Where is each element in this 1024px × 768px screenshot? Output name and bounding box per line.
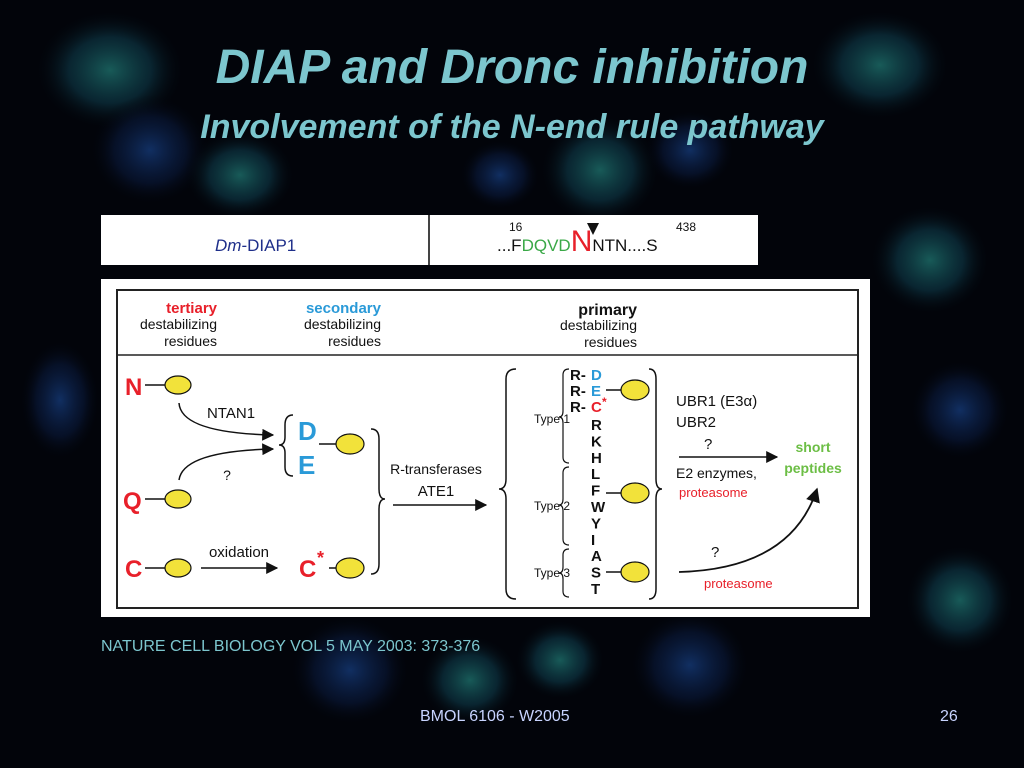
seq-lead: ...F bbox=[497, 236, 522, 255]
diagram-frame bbox=[116, 289, 859, 609]
bracket-type2 bbox=[558, 466, 570, 546]
label-ubr1: UBR1 (E3α) bbox=[676, 393, 757, 410]
seq-motif: DQVD bbox=[522, 236, 571, 255]
label-type2: Type 2 bbox=[534, 499, 570, 513]
header-primary: primary bbox=[578, 302, 637, 319]
protein-ellipse-D bbox=[335, 433, 365, 455]
primary-residue-9: S bbox=[591, 565, 601, 582]
sequence-panel: Dm-DIAP1 16 438 ...FDQVDNNTN....S bbox=[101, 215, 758, 265]
label-ntan1: NTAN1 bbox=[207, 405, 255, 422]
residue-Q: Q bbox=[123, 488, 142, 515]
footer-page-number: 26 bbox=[940, 708, 958, 725]
r-prefix-1: R- bbox=[570, 367, 586, 384]
r-prefix-3: R- bbox=[570, 399, 586, 416]
arrow-q-to-secondary bbox=[178, 443, 275, 481]
residue-C-oxidized: C bbox=[299, 556, 316, 583]
slide-title: DIAP and Dronc inhibition bbox=[215, 41, 809, 94]
header-tertiary-sub2: residues bbox=[164, 333, 217, 349]
protein-label: Dm-DIAP1 bbox=[215, 236, 296, 255]
sequence-svg: Dm-DIAP1 16 438 ...FDQVDNNTN....S bbox=[215, 215, 696, 265]
residue-N: N bbox=[125, 374, 142, 401]
n-end-rule-diagram: tertiary destabilizing residues secondar… bbox=[101, 279, 870, 617]
arrow-type3-to-peptides bbox=[678, 487, 820, 573]
sequence-text: ...FDQVDNNTN....S bbox=[497, 225, 658, 258]
primary-D: D bbox=[591, 367, 602, 384]
label-peptides: peptides bbox=[784, 460, 842, 476]
header-secondary-sub2: residues bbox=[328, 333, 381, 349]
oxidized-star: * bbox=[317, 548, 324, 568]
label-ubr2: UBR2 bbox=[676, 414, 716, 431]
primary-residue-10: T bbox=[591, 581, 600, 598]
label-type1: Type 1 bbox=[534, 412, 570, 426]
primary-residue-6: Y bbox=[591, 515, 601, 532]
label-short: short bbox=[796, 439, 831, 455]
diagram-svg: tertiary destabilizing residues secondar… bbox=[116, 289, 859, 609]
primary-C-star: * bbox=[602, 395, 607, 409]
protein-ellipse-C bbox=[164, 558, 192, 578]
header-tertiary: tertiary bbox=[166, 300, 218, 317]
header-primary-sub1: destabilizing bbox=[560, 317, 637, 333]
header-primary-sub2: residues bbox=[584, 334, 637, 350]
primary-residue-8: A bbox=[591, 548, 602, 565]
protein-ellipse-N bbox=[164, 375, 192, 395]
slide-subtitle: Involvement of the N-end rule pathway bbox=[200, 108, 824, 146]
residue-D: D bbox=[298, 416, 317, 446]
primary-residue-5: W bbox=[591, 499, 606, 516]
primary-residue-4: F bbox=[591, 483, 600, 500]
label-type3: Type 3 bbox=[534, 566, 570, 580]
cleavage-arrow-icon bbox=[587, 223, 599, 235]
r-prefix-2: R- bbox=[570, 383, 586, 400]
citation: NATURE CELL BIOLOGY VOL 5 MAY 2003: 373-… bbox=[101, 638, 481, 655]
pos-start: 16 bbox=[509, 220, 523, 234]
arrow-ntan1 bbox=[178, 402, 275, 441]
pos-end: 438 bbox=[676, 220, 696, 234]
bracket-type1 bbox=[558, 368, 570, 464]
primary-residue-2: H bbox=[591, 450, 602, 467]
label-proteasome-bottom: proteasome bbox=[704, 576, 773, 591]
label-e2: E2 enzymes, bbox=[676, 465, 757, 481]
primary-residue-1: K bbox=[591, 433, 602, 450]
protein-ellipse-Q bbox=[164, 489, 192, 509]
primary-residue-7: I bbox=[591, 532, 595, 549]
primary-residue-0: R bbox=[591, 417, 602, 434]
bracket-to-rtransferase bbox=[370, 428, 386, 575]
label-q-top: ? bbox=[704, 436, 712, 453]
label-r-transferases: R-transferases bbox=[390, 461, 482, 477]
footer-course: BMOL 6106 - W2005 bbox=[420, 708, 570, 725]
protein-ellipse-type3 bbox=[620, 561, 650, 583]
label-q-bottom: ? bbox=[711, 544, 719, 561]
header-tertiary-sub1: destabilizing bbox=[140, 316, 217, 332]
bracket-primary-close bbox=[648, 368, 663, 600]
seq-cleaved: N bbox=[571, 225, 593, 258]
bracket-secondary bbox=[278, 414, 294, 477]
primary-E: E bbox=[591, 383, 601, 400]
primary-residue-3: L bbox=[591, 466, 600, 483]
primary-C: C bbox=[591, 399, 602, 416]
protein-name: -DIAP1 bbox=[241, 236, 296, 255]
residue-C: C bbox=[125, 556, 142, 583]
header-secondary-sub1: destabilizing bbox=[304, 316, 381, 332]
bracket-type3 bbox=[558, 548, 570, 598]
label-ate1: ATE1 bbox=[418, 483, 454, 500]
label-q-question: ? bbox=[223, 467, 231, 483]
label-proteasome-top: proteasome bbox=[679, 485, 748, 500]
residue-E: E bbox=[298, 450, 315, 480]
header-secondary: secondary bbox=[306, 300, 382, 317]
label-oxidation: oxidation bbox=[209, 544, 269, 561]
protein-prefix: Dm bbox=[215, 236, 241, 255]
protein-ellipse-type1 bbox=[620, 379, 650, 401]
protein-ellipse-type2 bbox=[620, 482, 650, 504]
protein-ellipse-Cstar bbox=[335, 557, 365, 579]
bracket-primary-all bbox=[498, 368, 517, 600]
seq-tail: NTN....S bbox=[592, 236, 657, 255]
